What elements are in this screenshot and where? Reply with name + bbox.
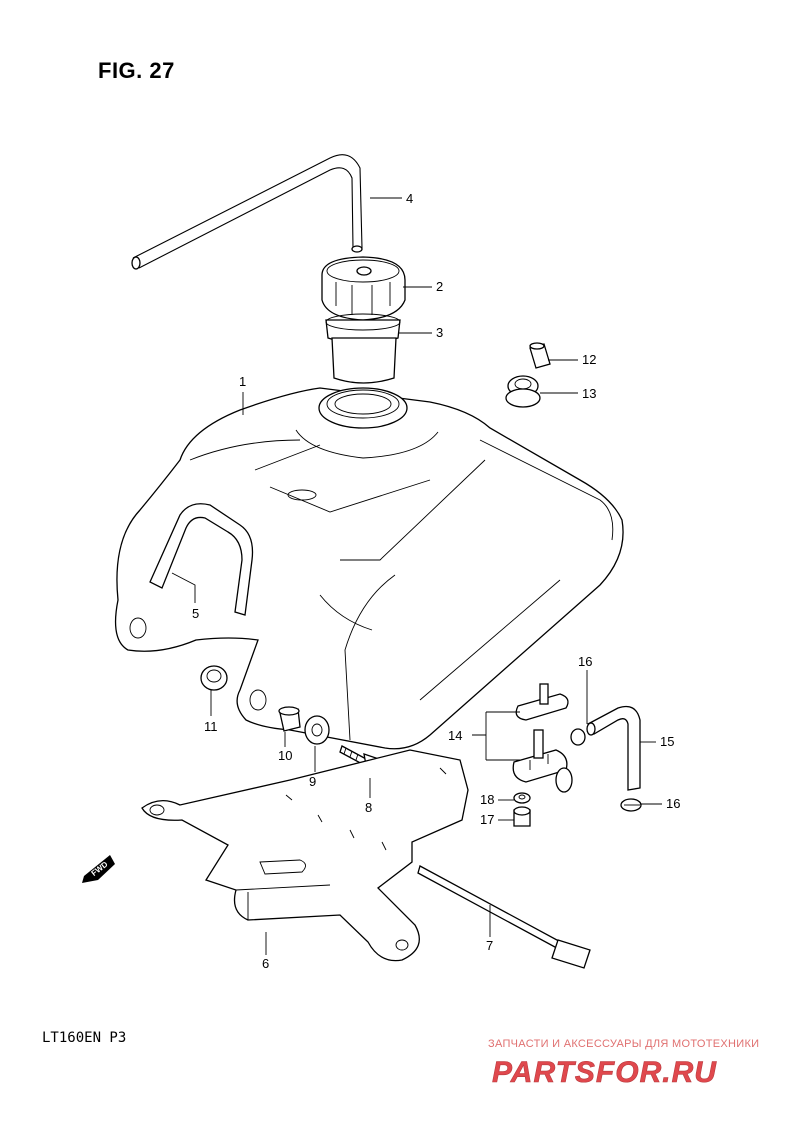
watermark-brand: PARTSFOR.RU	[492, 1056, 717, 1089]
callout-14: 14	[448, 728, 462, 743]
tank-cushion	[149, 503, 254, 616]
callout-labels: 4 2 3 1 5 11 10 9 8 12 13 14 15 16 16 18…	[192, 191, 680, 971]
clamp-upper	[570, 728, 586, 746]
cushion-lower	[505, 375, 541, 408]
callout-11: 11	[204, 719, 218, 734]
callout-17: 17	[480, 812, 494, 827]
cap-gasket	[325, 313, 401, 384]
leader-lines	[171, 197, 662, 955]
washer	[304, 715, 330, 745]
callout-16-upper: 16	[578, 654, 592, 669]
collar	[278, 706, 301, 732]
callout-7: 7	[486, 938, 493, 953]
watermark-logo: PARTSFOR.RU	[492, 1056, 717, 1090]
washer-small	[513, 792, 531, 804]
callout-6: 6	[262, 956, 269, 971]
tank-bracket	[141, 749, 469, 962]
screw-small	[513, 806, 531, 827]
callout-4: 4	[406, 191, 413, 206]
callout-18: 18	[480, 792, 494, 807]
cushion-upper	[529, 342, 551, 369]
fwd-arrow-icon: FWD	[82, 855, 115, 883]
fuel-cap	[321, 256, 406, 321]
callout-12: 12	[582, 352, 596, 367]
callout-16-lower: 16	[666, 796, 680, 811]
callout-5: 5	[192, 606, 199, 621]
callout-15: 15	[660, 734, 674, 749]
callout-3: 3	[436, 325, 443, 340]
figure-title: FIG. 27	[98, 58, 175, 83]
clamp-lower	[620, 798, 642, 812]
fuel-hose	[586, 705, 641, 791]
fuel-tank	[114, 387, 624, 750]
fuel-cock	[512, 683, 573, 793]
breather-hose	[131, 154, 363, 270]
tank-strap	[417, 865, 591, 969]
watermark-tagline: ЗАПЧАСТИ И АКСЕССУАРЫ ДЛЯ МОТОТЕХНИКИ	[488, 1038, 760, 1050]
grommet	[200, 665, 228, 691]
model-code: LT160EN P3	[42, 1030, 127, 1046]
callout-1: 1	[239, 374, 246, 389]
callout-8: 8	[365, 800, 372, 815]
callout-13: 13	[582, 386, 596, 401]
callout-2: 2	[436, 279, 443, 294]
callout-10: 10	[278, 748, 292, 763]
callout-9: 9	[309, 774, 316, 789]
